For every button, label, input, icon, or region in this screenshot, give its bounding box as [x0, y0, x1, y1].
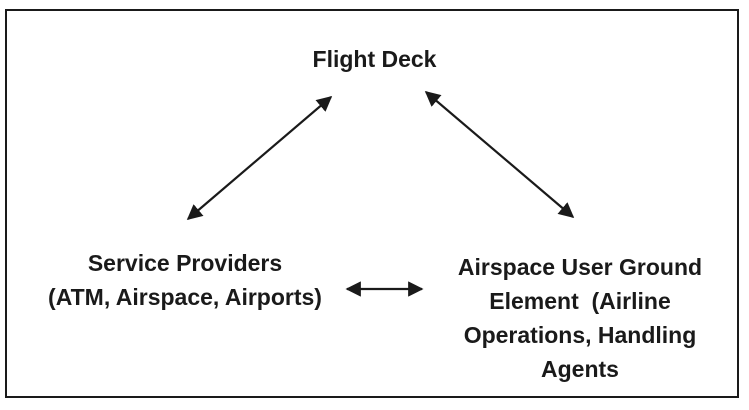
- airspace-user-label-line4: Agents: [541, 356, 619, 382]
- flight-deck-node: Flight Deck: [0, 42, 749, 76]
- diagram-border: [5, 9, 739, 398]
- arrow-flight-deck-airspace-user: [424, 91, 575, 218]
- flight-deck-label: Flight Deck: [312, 46, 437, 72]
- airspace-user-label-line3: Operations, Handling: [463, 322, 697, 348]
- arrow-flight-deck-service-providers: [186, 96, 333, 220]
- service-providers-node: Service Providers (ATM, Airspace, Airpor…: [20, 246, 350, 314]
- airspace-user-label-line2: Element (Airline: [489, 288, 671, 314]
- service-providers-sublabel: (ATM, Airspace, Airports): [48, 284, 322, 310]
- service-providers-label: Service Providers: [87, 250, 283, 276]
- airspace-user-ground-element-node: Airspace User Ground Element (Airline Op…: [430, 250, 730, 386]
- airspace-user-label-line1: Airspace User Ground: [457, 254, 703, 280]
